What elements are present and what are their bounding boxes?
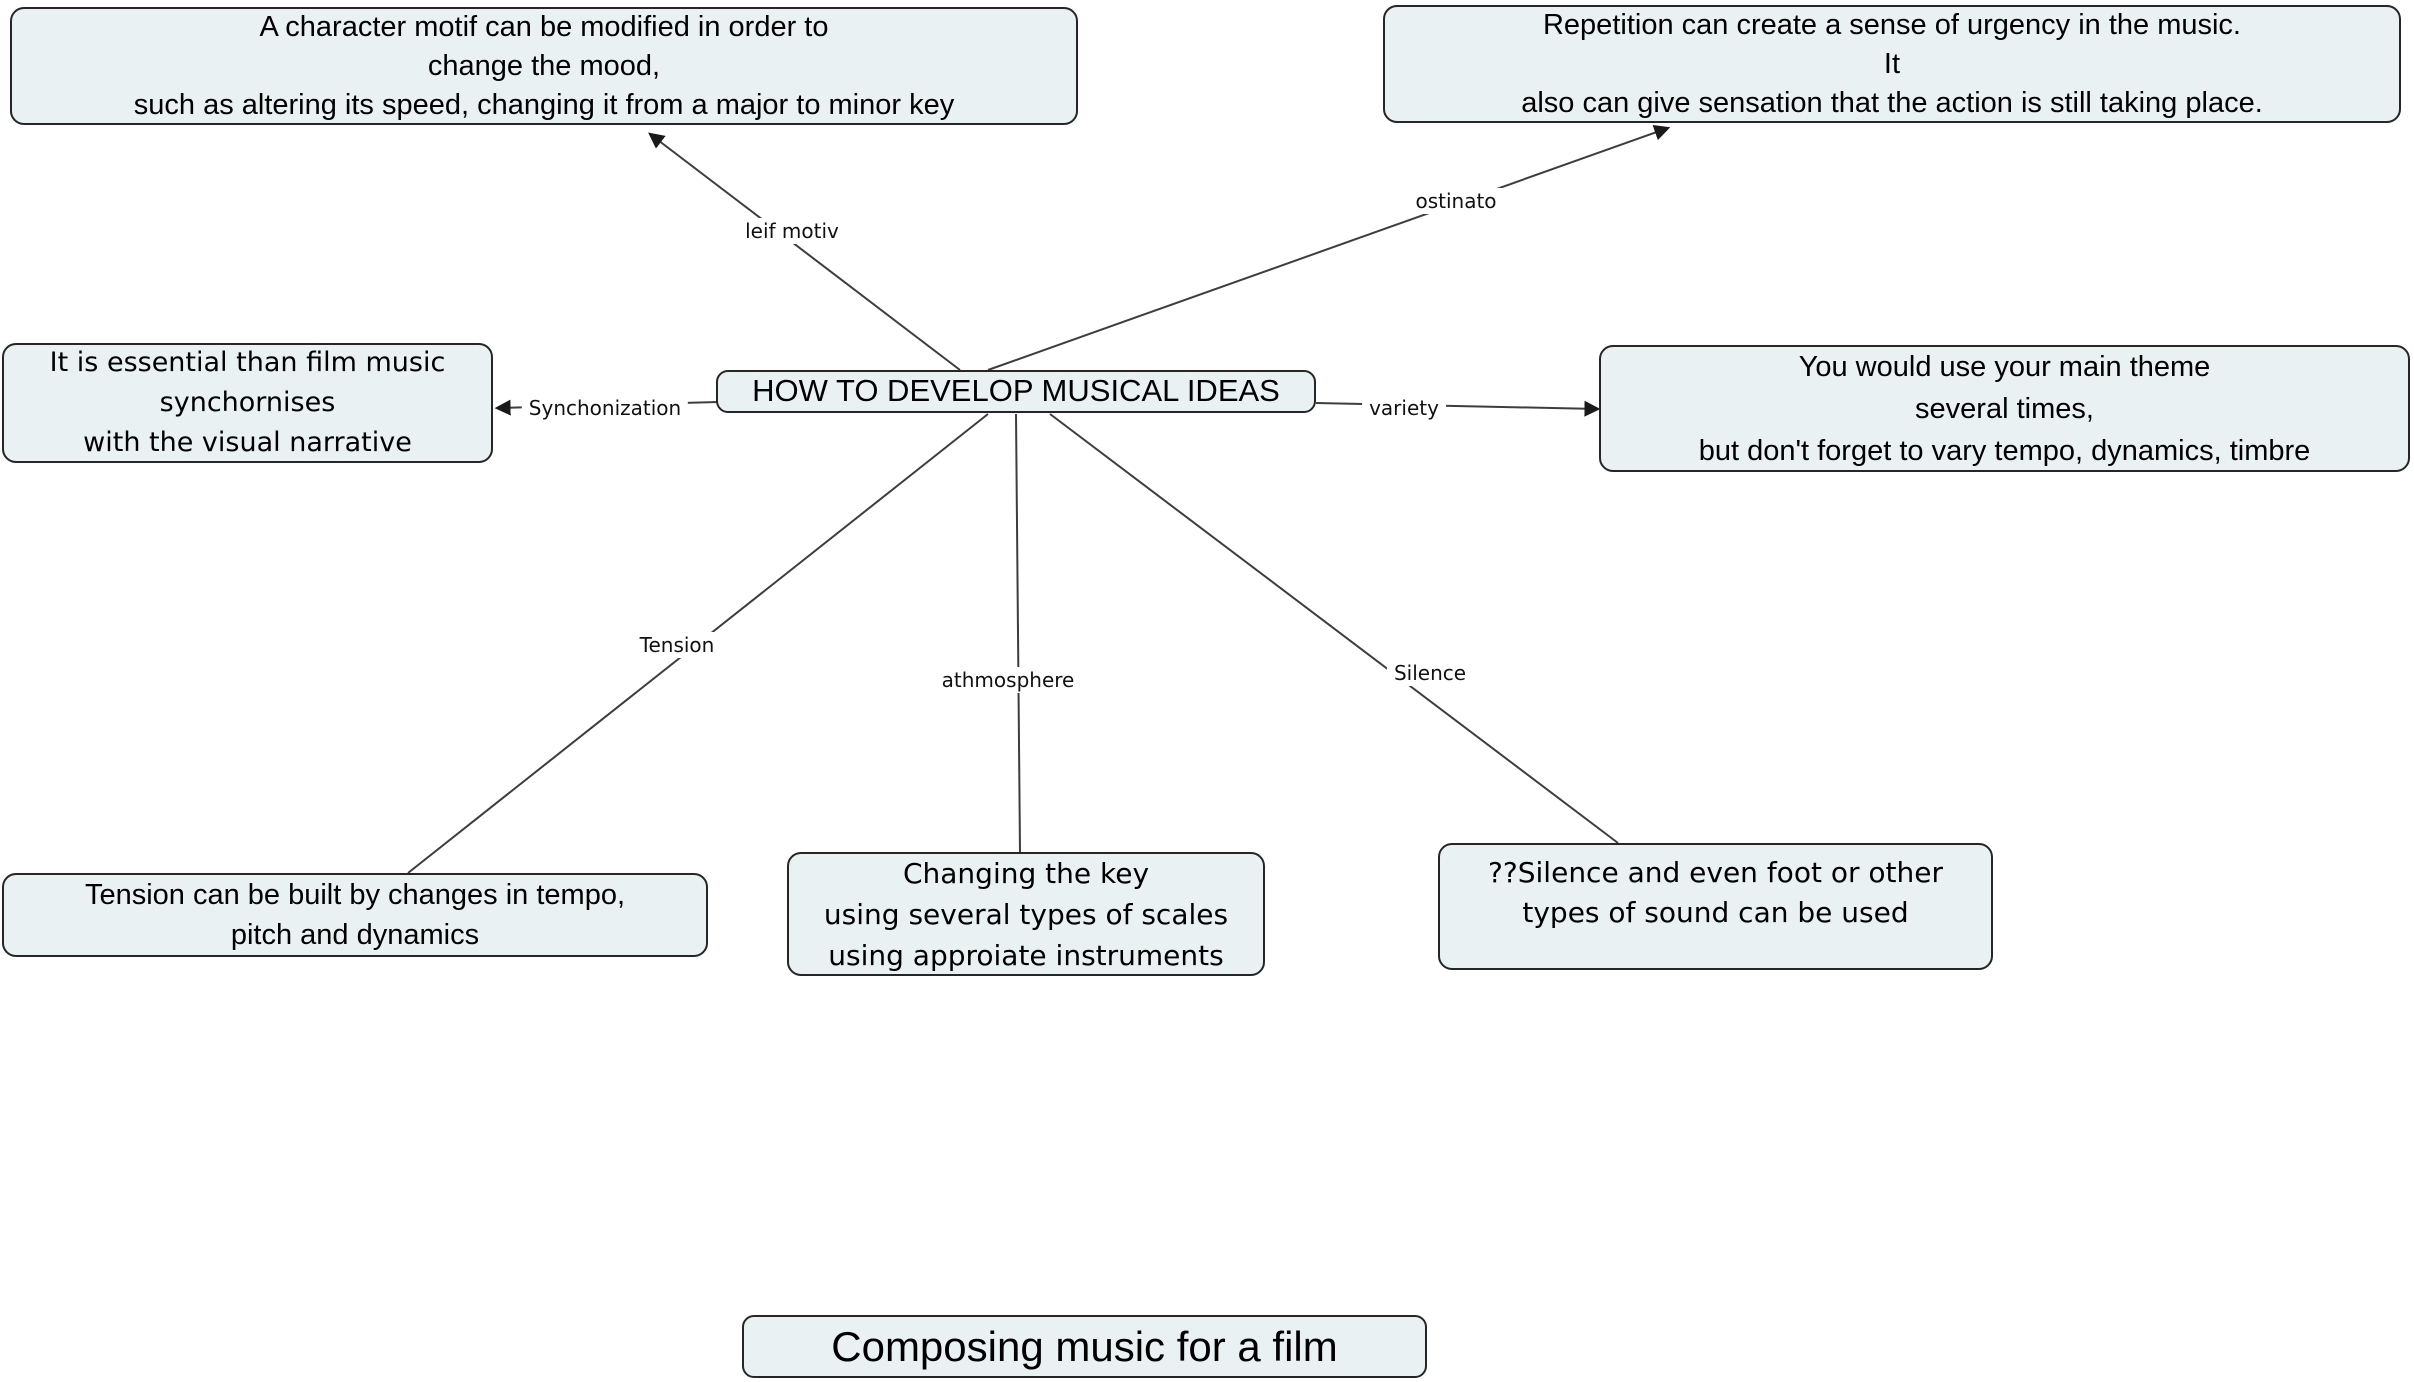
edge-label-leif-motiv[interactable]: leif motiv <box>738 218 846 244</box>
node-synchronisation[interactable]: It is essential than film music synchorn… <box>2 343 493 463</box>
edge-label-athmosphere[interactable]: athmosphere <box>934 667 1082 693</box>
node-repetition[interactable]: Repetition can create a sense of urgency… <box>1383 5 2401 123</box>
node-main-theme[interactable]: You would use your main theme several ti… <box>1599 345 2410 472</box>
edge-variety <box>1315 400 1601 417</box>
node-changing-key[interactable]: Changing the key using several types of … <box>787 852 1265 976</box>
edge-label-tension[interactable]: Tension <box>632 632 722 658</box>
edge-label-variety[interactable]: variety <box>1362 395 1446 421</box>
edge-label-silence[interactable]: Silence <box>1386 660 1474 686</box>
node-silence[interactable]: ??Silence and even foot or other types o… <box>1438 843 1993 970</box>
edge-leif-motiv <box>648 132 961 371</box>
edge-ostinato <box>987 125 1671 371</box>
edge-label-ostinato[interactable]: ostinato <box>1408 188 1504 214</box>
central-topic-node[interactable]: HOW TO DEVELOP MUSICAL IDEAS <box>716 370 1316 413</box>
edge-silence <box>1049 413 1619 844</box>
edge-label-synchonization[interactable]: Synchonization <box>521 395 689 421</box>
edge-athmosphere <box>1015 413 1021 853</box>
node-character-motif[interactable]: A character motif can be modified in ord… <box>10 7 1078 125</box>
map-title-node[interactable]: Composing music for a film <box>742 1315 1427 1378</box>
node-tension[interactable]: Tension can be built by changes in tempo… <box>2 873 708 957</box>
